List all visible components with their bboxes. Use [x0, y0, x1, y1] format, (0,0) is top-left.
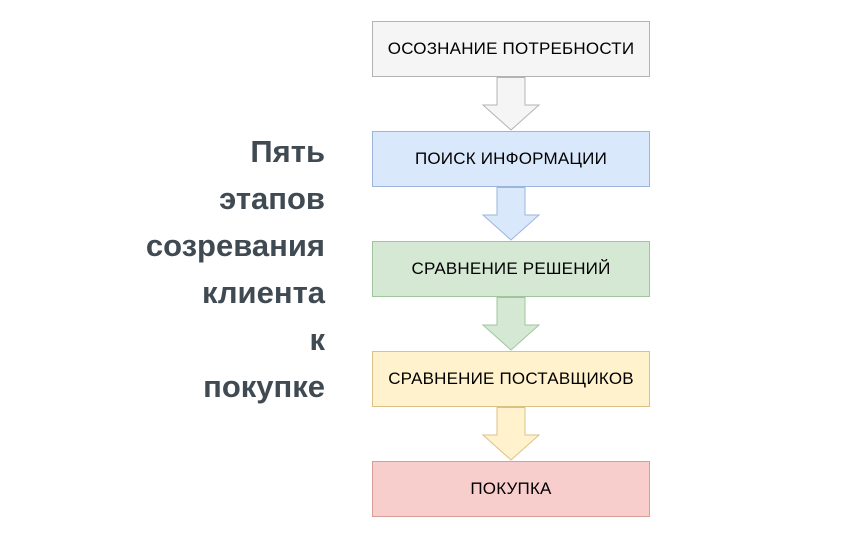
stage-label: ПОКУПКА: [470, 479, 552, 498]
title-line: покупке: [203, 369, 325, 404]
title-line: этапов: [219, 181, 325, 216]
title-line: созревания: [145, 228, 325, 263]
stage-box-supplier-comparison: СРАВНЕНИЕ ПОСТАВЩИКОВ: [372, 351, 650, 407]
arrow-down-icon: [481, 407, 541, 461]
arrow-down-icon: [481, 77, 541, 131]
title-line: клиента: [201, 275, 325, 310]
arrow-down-icon: [481, 187, 541, 241]
stage-box-purchase: ПОКУПКА: [372, 461, 650, 517]
diagram-title: Пять этапов созревания клиента к покупке: [0, 128, 325, 410]
stage-label: СРАВНЕНИЕ ПОСТАВЩИКОВ: [388, 369, 634, 388]
stage-label: СРАВНЕНИЕ РЕШЕНИЙ: [411, 259, 611, 278]
stage-box-information-search: ПОИСК ИНФОРМАЦИИ: [372, 131, 650, 187]
title-line: к: [309, 322, 325, 357]
arrow-down-icon: [481, 297, 541, 351]
stage-box-need-recognition: ОСОЗНАНИЕ ПОТРЕБНОСТИ: [372, 21, 650, 77]
title-line: Пять: [250, 134, 325, 169]
stage-box-solution-comparison: СРАВНЕНИЕ РЕШЕНИЙ: [372, 241, 650, 297]
stage-label: ОСОЗНАНИЕ ПОТРЕБНОСТИ: [387, 39, 635, 58]
stage-label: ПОИСК ИНФОРМАЦИИ: [414, 149, 608, 168]
